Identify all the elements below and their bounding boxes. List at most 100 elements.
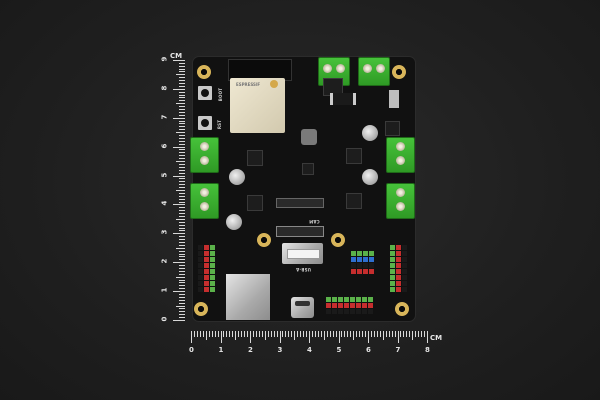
ruler-tick bbox=[220, 331, 222, 343]
ruler-tick bbox=[276, 331, 278, 337]
header-pin bbox=[338, 309, 343, 314]
ruler-tick bbox=[359, 331, 361, 337]
ruler-tick bbox=[199, 331, 201, 337]
ruler-tick bbox=[173, 88, 185, 90]
header-pin bbox=[326, 297, 331, 302]
ruler-tick bbox=[179, 169, 185, 171]
terminal-block-left-2 bbox=[190, 183, 219, 219]
ruler-label: 7 bbox=[160, 114, 169, 120]
ruler-tick bbox=[179, 126, 185, 128]
capacitor bbox=[229, 169, 245, 185]
ruler-tick bbox=[176, 161, 185, 163]
ruler-tick bbox=[179, 285, 185, 287]
header-pin bbox=[351, 251, 356, 256]
module-brand-label: ESPRESSIF bbox=[236, 82, 261, 87]
ruler-tick bbox=[255, 331, 257, 337]
ruler-tick bbox=[176, 247, 185, 249]
camera-connector bbox=[276, 198, 324, 208]
ruler-tick bbox=[353, 331, 355, 340]
ruler-tick bbox=[179, 279, 185, 281]
ruler-tick bbox=[332, 331, 334, 337]
pin-header-middle bbox=[351, 251, 374, 274]
ruler-tick bbox=[173, 233, 185, 235]
ruler-tick bbox=[317, 331, 319, 337]
header-pin bbox=[402, 263, 407, 268]
ruler-tick bbox=[424, 331, 426, 337]
ruler-tick bbox=[179, 241, 185, 243]
header-pin bbox=[363, 257, 368, 262]
header-pin bbox=[350, 303, 355, 308]
header-pin bbox=[198, 287, 203, 292]
ruler-tick bbox=[261, 331, 263, 337]
header-pin bbox=[356, 303, 361, 308]
chip bbox=[302, 163, 314, 175]
ruler-tick bbox=[179, 85, 185, 87]
header-pin bbox=[344, 297, 349, 302]
header-pin bbox=[198, 257, 203, 262]
ruler-tick bbox=[179, 184, 185, 186]
ruler-tick bbox=[179, 178, 185, 180]
ruler-tick bbox=[179, 106, 185, 108]
terminal-block-left-1 bbox=[190, 137, 219, 173]
pin-header-bottom bbox=[326, 297, 373, 314]
ruler-label: 7 bbox=[395, 346, 401, 354]
header-pin bbox=[396, 257, 401, 262]
microsd-slot[interactable] bbox=[226, 274, 270, 320]
header-pin bbox=[357, 257, 362, 262]
ruler-tick bbox=[250, 331, 251, 343]
ruler-label: 4 bbox=[307, 346, 312, 354]
mounting-hole bbox=[395, 302, 409, 316]
header-pin bbox=[338, 303, 343, 308]
ruler-tick bbox=[418, 331, 420, 337]
ruler-tick bbox=[179, 265, 185, 267]
switch[interactable] bbox=[389, 90, 399, 108]
ruler-tick bbox=[394, 331, 396, 337]
ruler-tick bbox=[267, 331, 269, 337]
ruler-tick bbox=[403, 331, 405, 337]
ruler-tick bbox=[252, 331, 254, 337]
ruler-tick bbox=[179, 100, 185, 102]
usb-a-port[interactable] bbox=[282, 243, 323, 264]
ruler-tick bbox=[362, 331, 364, 337]
header-pin bbox=[390, 257, 395, 262]
header-pin bbox=[396, 269, 401, 274]
ruler-tick bbox=[179, 314, 185, 316]
ruler-tick bbox=[226, 331, 228, 337]
ruler-label: 1 bbox=[160, 287, 169, 293]
ruler-tick bbox=[179, 71, 185, 73]
ruler-tick bbox=[409, 331, 411, 337]
header-pin bbox=[350, 309, 355, 314]
ruler-tick bbox=[294, 331, 296, 340]
ruler-tick bbox=[173, 320, 185, 321]
header-pin bbox=[363, 263, 368, 268]
ruler-tick bbox=[179, 135, 185, 137]
terminal-block-right-2 bbox=[386, 183, 415, 219]
header-pin bbox=[210, 269, 215, 274]
reset-button[interactable] bbox=[198, 116, 212, 130]
ruler-label: 0 bbox=[189, 346, 194, 354]
ruler-tick bbox=[311, 331, 313, 337]
ruler-tick bbox=[235, 331, 237, 340]
boot-button[interactable] bbox=[198, 86, 212, 100]
capacitor bbox=[362, 125, 378, 141]
header-pin bbox=[369, 269, 374, 274]
ruler-tick bbox=[179, 181, 185, 183]
usb-c-port[interactable] bbox=[291, 297, 314, 318]
ruler-tick bbox=[244, 331, 246, 337]
module-antenna-pad bbox=[270, 80, 278, 88]
terminal-block-top-2 bbox=[358, 57, 390, 86]
ruler-tick bbox=[376, 331, 378, 337]
mounting-hole bbox=[194, 302, 208, 316]
ruler-tick bbox=[179, 224, 185, 226]
header-pin bbox=[368, 297, 373, 302]
header-pin bbox=[390, 281, 395, 286]
ruler-tick bbox=[217, 331, 219, 337]
header-pin bbox=[402, 245, 407, 250]
terminal-block-right-1 bbox=[386, 137, 415, 173]
header-pin bbox=[368, 303, 373, 308]
header-pin bbox=[396, 263, 401, 268]
ruler-label: 5 bbox=[336, 346, 342, 354]
ruler-tick bbox=[238, 331, 240, 337]
ruler-tick bbox=[397, 331, 399, 343]
ruler-tick bbox=[306, 331, 308, 337]
